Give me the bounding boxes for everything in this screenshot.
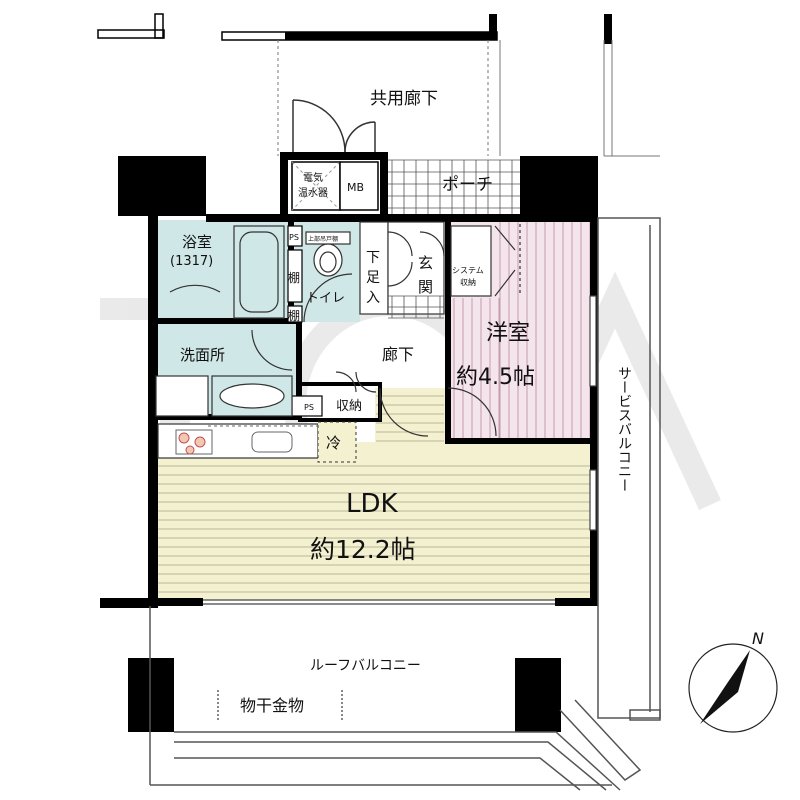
north-label: N <box>752 629 764 648</box>
fridge-label: 冷 <box>326 434 341 452</box>
porch-tiles <box>388 159 520 214</box>
porch-label: ポーチ <box>442 175 493 195</box>
corridor-label: 共用廊下 <box>370 89 438 109</box>
toilet-label: トイレ <box>306 291 345 306</box>
ps-label-1: PS <box>289 233 299 242</box>
ldk-label: LDK <box>346 489 399 519</box>
shoe-label-2: 足 <box>366 270 380 286</box>
clothes-rack-marks <box>217 690 343 720</box>
bath-label: 浴室 <box>182 233 212 251</box>
washbasin <box>155 329 293 417</box>
entrance-label-1: 玄 <box>418 254 433 272</box>
shoe-label-3: 入 <box>366 290 380 306</box>
ps-label-2: PS <box>304 403 314 412</box>
tiny-label: 上部吊戸棚 <box>308 235 338 243</box>
storage-label: 収納 <box>336 399 362 414</box>
ldk-size-label: 約12.2帖 <box>310 535 416 564</box>
washroom-label: 洗面所 <box>180 346 225 364</box>
system-storage-label-1: システム <box>452 266 484 275</box>
roof-balcony-outline <box>149 606 642 791</box>
mb-label: MB <box>347 181 364 194</box>
western-room-label: 洋室 <box>486 321 530 346</box>
western-room-size-label: 約4.5帖 <box>456 365 535 390</box>
shelf-label-2: 棚 <box>288 308 300 323</box>
shoe-label-1: 下 <box>366 250 380 266</box>
system-storage <box>450 224 521 297</box>
corridor-outline <box>277 40 660 157</box>
clothes-rack-label: 物干金物 <box>240 696 304 715</box>
entrance-tiles <box>388 295 444 319</box>
hallway-label: 廊下 <box>382 345 414 364</box>
system-storage-label-2: 収納 <box>460 277 476 287</box>
bathtub <box>169 225 285 319</box>
kitchen-counter <box>157 421 357 463</box>
entrance-label-2: 関 <box>418 278 433 296</box>
service-balcony-outline <box>597 217 661 721</box>
shelf-label-1: 棚 <box>288 270 300 285</box>
water-heater-label-1: 電気 <box>303 171 323 184</box>
toilet <box>303 231 353 323</box>
hallway-doors <box>335 371 497 437</box>
north-arrow-icon <box>688 643 778 733</box>
roof-balcony-label: ルーフバルコニー <box>310 658 421 674</box>
water-heater <box>291 161 379 211</box>
water-heater-label-2: 温水器 <box>298 187 328 199</box>
front-door <box>292 99 376 153</box>
ldk-floorboards <box>158 395 590 593</box>
service-balcony-label: サービスバルコニー <box>616 366 632 492</box>
ldk-window <box>203 295 597 605</box>
bath-size-label: (1317) <box>170 254 213 269</box>
